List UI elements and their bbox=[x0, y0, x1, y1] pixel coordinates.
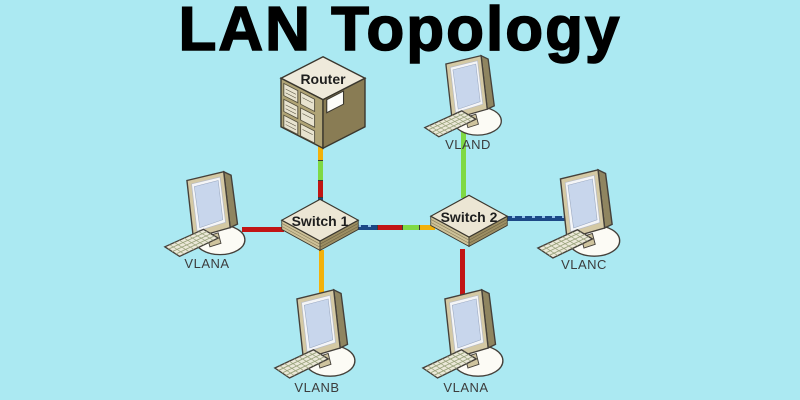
vlana-bottom-label: VLANA bbox=[443, 380, 489, 395]
link-switch2-vlanc bbox=[502, 216, 576, 221]
link-switch1-vlanb bbox=[319, 250, 324, 302]
workstation-icon bbox=[536, 168, 630, 268]
workstation-icon bbox=[421, 288, 513, 388]
link-vlana-left-switch1 bbox=[242, 227, 284, 232]
router-label: Router bbox=[300, 71, 346, 87]
link-segment bbox=[502, 216, 576, 221]
link-segment bbox=[358, 225, 377, 230]
workstation-icon bbox=[423, 54, 511, 146]
link-switch2-vlana-bottom bbox=[460, 249, 465, 303]
vlanc-label: VLANC bbox=[561, 257, 607, 272]
link-segment bbox=[377, 225, 402, 230]
link-segment bbox=[419, 225, 435, 230]
workstation-icon bbox=[273, 288, 365, 388]
link-segment bbox=[318, 160, 323, 180]
link-segment bbox=[461, 130, 466, 198]
link-segment bbox=[318, 180, 323, 197]
link-vland-switch2 bbox=[461, 130, 466, 198]
link-switch1-switch2 bbox=[358, 225, 435, 230]
link-segment bbox=[460, 249, 465, 303]
vland-label: VLAND bbox=[445, 137, 491, 152]
vlanb-label: VLANB bbox=[294, 380, 340, 395]
link-segment bbox=[318, 142, 323, 160]
switch1-label: Switch 1 bbox=[291, 213, 349, 229]
link-segment bbox=[319, 250, 324, 302]
workstation-icon bbox=[163, 170, 255, 266]
vlana-left-label: VLANA bbox=[184, 256, 230, 271]
router-icon bbox=[276, 54, 370, 152]
page-title: LAN Topology bbox=[178, 0, 622, 65]
link-segment bbox=[242, 227, 284, 232]
switch2-label: Switch 2 bbox=[440, 209, 498, 225]
link-segment bbox=[402, 225, 419, 230]
